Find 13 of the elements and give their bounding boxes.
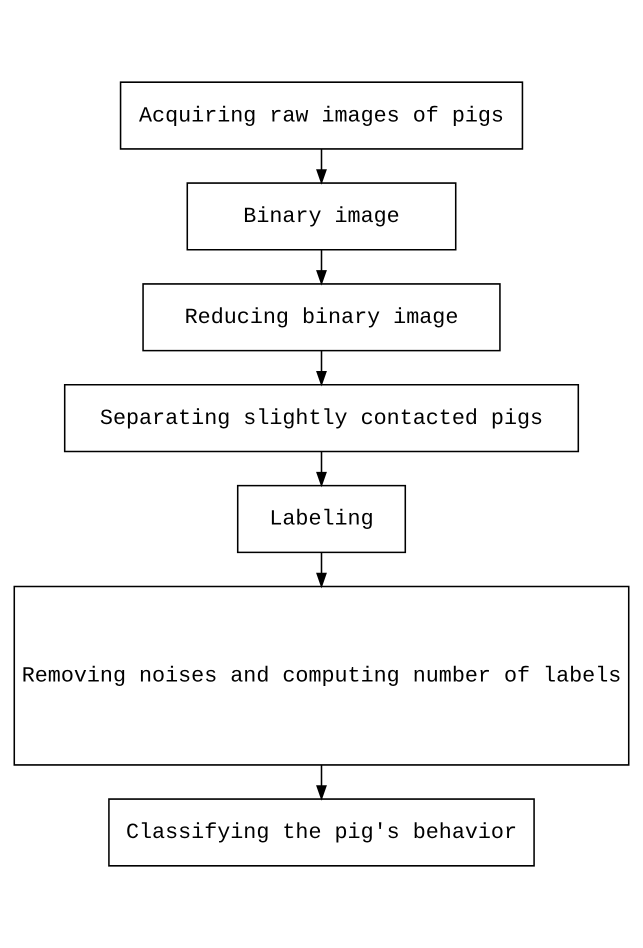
node-box: Binary image bbox=[186, 182, 456, 251]
arrow bbox=[316, 250, 327, 286]
arrow bbox=[316, 552, 327, 588]
arrow bbox=[316, 350, 327, 387]
node-box: Separating slightly contacted pigs bbox=[64, 384, 580, 452]
arrow bbox=[316, 452, 327, 488]
node-box: Reducing binary image bbox=[142, 283, 501, 352]
node-box: Labeling bbox=[236, 484, 406, 554]
arrow bbox=[316, 765, 327, 801]
node-box: Classifying the pig's behavior bbox=[108, 798, 535, 867]
arrow bbox=[316, 149, 327, 185]
node-box: Removing noises and computing number of labels bbox=[14, 586, 630, 766]
node-box: Acquiring raw images of pigs bbox=[120, 81, 524, 150]
